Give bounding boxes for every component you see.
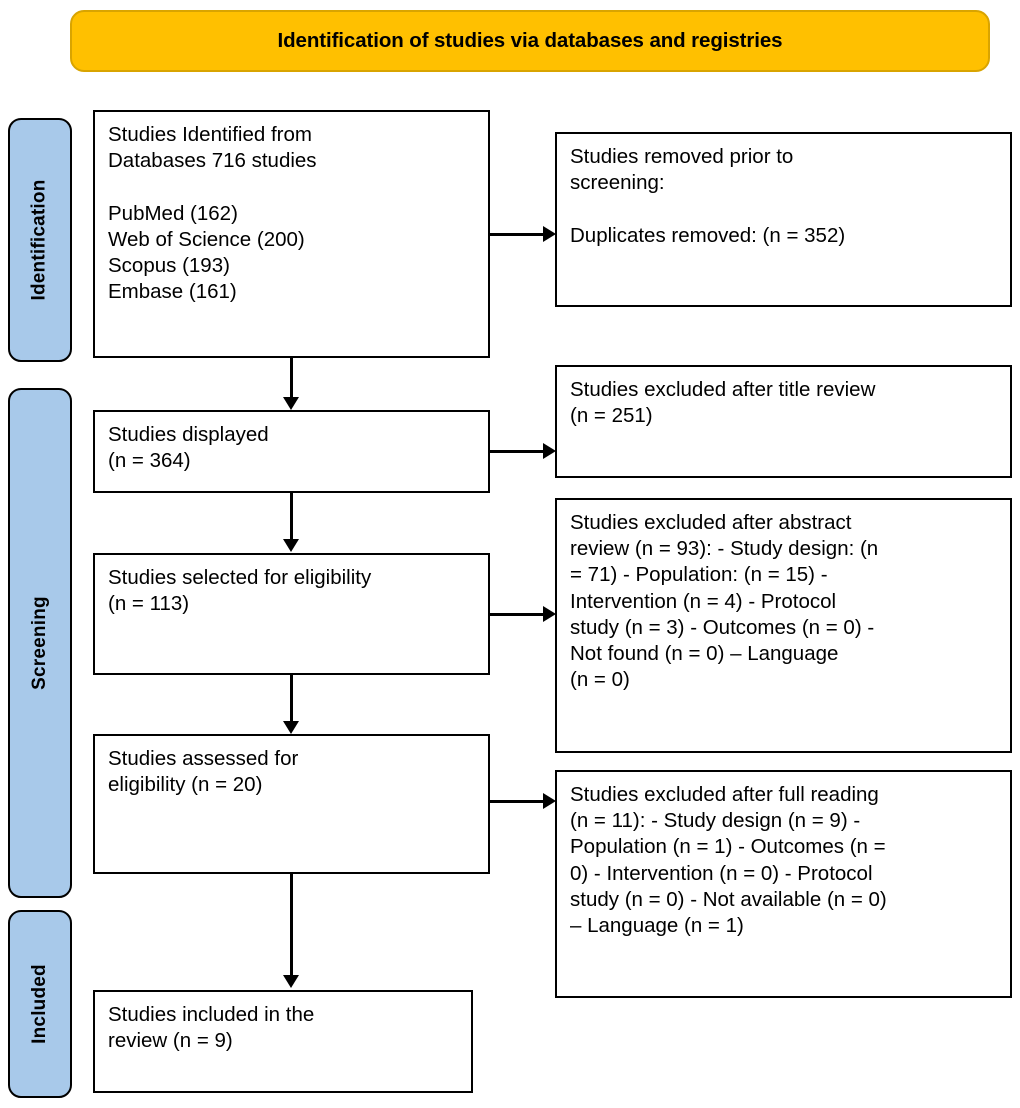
connector-selected-to-assessed bbox=[290, 675, 293, 722]
arrowhead-identified-to-removed bbox=[543, 226, 556, 242]
connector-displayed-to-excluded-title bbox=[490, 450, 543, 453]
diagram-title: Identification of studies via databases … bbox=[277, 29, 783, 52]
connector-displayed-to-selected bbox=[290, 493, 293, 540]
node-studies-removed-prior-to-screening: Studies removed prior to screening: Dupl… bbox=[555, 132, 1012, 307]
node-studies-excluded-after-full-reading: Studies excluded after full reading (n =… bbox=[555, 770, 1012, 998]
node-studies-selected-for-eligibility-text: Studies selected for eligibility (n = 11… bbox=[108, 566, 372, 616]
diagram-header-banner: Identification of studies via databases … bbox=[70, 10, 990, 72]
connector-assessed-to-excluded-full bbox=[490, 800, 543, 803]
node-studies-identified-text: Studies Identified from Databases 716 st… bbox=[108, 123, 317, 304]
node-studies-included-in-review-text: Studies included in the review (n = 9) bbox=[108, 1003, 315, 1053]
phase-label-identification-text: Identification bbox=[29, 179, 50, 301]
phase-label-included: Included bbox=[8, 910, 72, 1098]
phase-label-included-text: Included bbox=[29, 964, 50, 1044]
node-studies-assessed-for-eligibility: Studies assessed for eligibility (n = 20… bbox=[93, 734, 490, 874]
arrowhead-displayed-to-selected bbox=[283, 539, 299, 552]
arrowhead-selected-to-assessed bbox=[283, 721, 299, 734]
node-studies-removed-prior-to-screening-text: Studies removed prior to screening: Dupl… bbox=[570, 145, 846, 247]
connector-selected-to-excluded-abstract bbox=[490, 613, 543, 616]
node-studies-excluded-after-title-review-text: Studies excluded after title review (n =… bbox=[570, 378, 876, 428]
connector-assessed-to-included bbox=[290, 874, 293, 976]
arrowhead-identified-to-displayed bbox=[283, 397, 299, 410]
node-studies-selected-for-eligibility: Studies selected for eligibility (n = 11… bbox=[93, 553, 490, 675]
node-studies-excluded-after-abstract-review: Studies excluded after abstract review (… bbox=[555, 498, 1012, 753]
node-studies-displayed-text: Studies displayed (n = 364) bbox=[108, 423, 269, 473]
arrowhead-selected-to-excluded-abstract bbox=[543, 606, 556, 622]
node-studies-included-in-review: Studies included in the review (n = 9) bbox=[93, 990, 473, 1093]
connector-identified-to-removed bbox=[490, 233, 543, 236]
arrowhead-displayed-to-excluded-title bbox=[543, 443, 556, 459]
node-studies-assessed-for-eligibility-text: Studies assessed for eligibility (n = 20… bbox=[108, 747, 299, 797]
phase-label-identification: Identification bbox=[8, 118, 72, 362]
node-studies-excluded-after-abstract-review-text: Studies excluded after abstract review (… bbox=[570, 511, 879, 692]
node-studies-identified: Studies Identified from Databases 716 st… bbox=[93, 110, 490, 358]
phase-label-screening-text: Screening bbox=[29, 596, 51, 690]
connector-identified-to-displayed bbox=[290, 358, 293, 398]
arrowhead-assessed-to-excluded-full bbox=[543, 793, 556, 809]
node-studies-displayed: Studies displayed (n = 364) bbox=[93, 410, 490, 493]
node-studies-excluded-after-full-reading-text: Studies excluded after full reading (n =… bbox=[570, 783, 887, 938]
node-studies-excluded-after-title-review: Studies excluded after title review (n =… bbox=[555, 365, 1012, 478]
arrowhead-assessed-to-included bbox=[283, 975, 299, 988]
phase-label-screening: Screening bbox=[8, 388, 72, 898]
